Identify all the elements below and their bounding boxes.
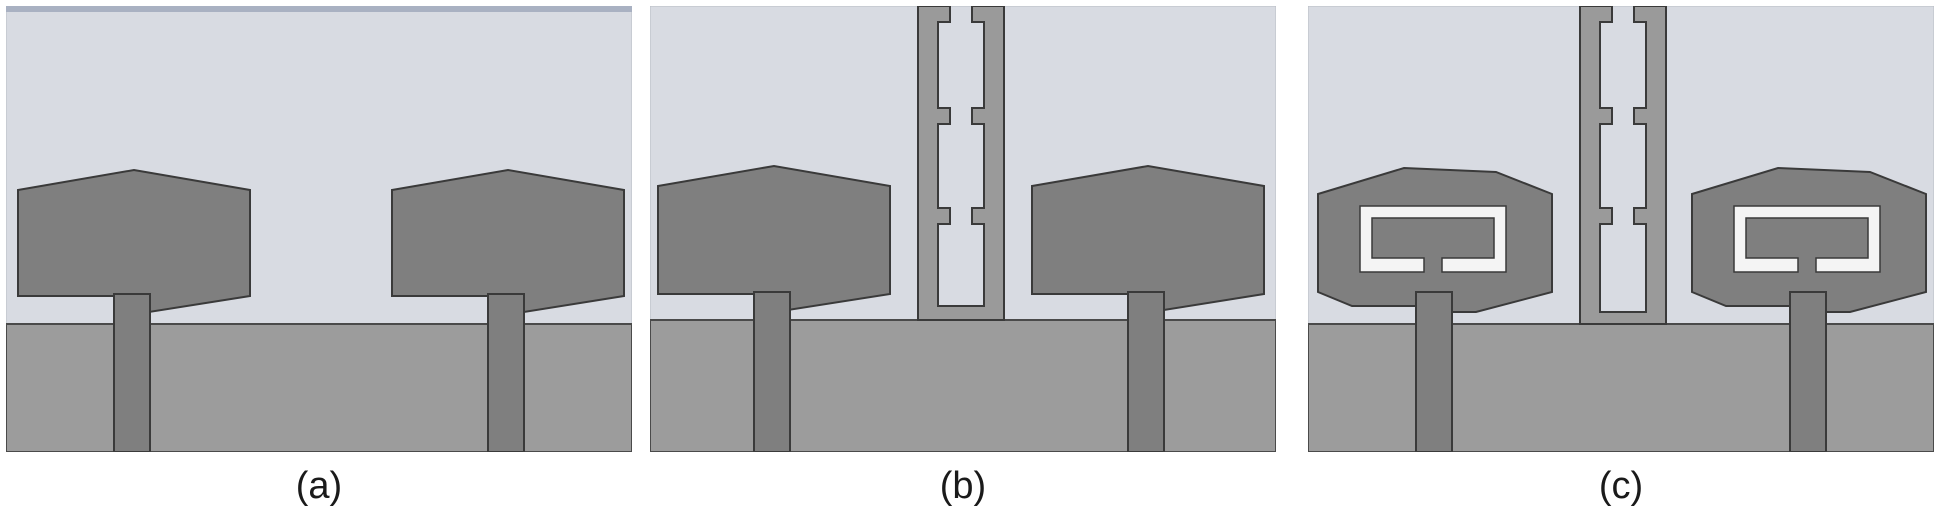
- caption-c: (c): [1598, 465, 1644, 507]
- right-radiator-patch-with-slot: [1691, 166, 1927, 452]
- left-radiator-patch-with-slot: [1317, 166, 1553, 452]
- left-feed-line: [1415, 291, 1453, 452]
- panel-b-drawing: [650, 6, 1276, 452]
- left-radiator-patch: [657, 164, 891, 452]
- left-feed-line: [753, 291, 791, 452]
- right-feed-line: [1127, 291, 1165, 452]
- panel-b-antenna-layout: [650, 6, 1276, 452]
- ground-plane: [1308, 323, 1934, 452]
- right-slot-ring: [1733, 205, 1881, 273]
- panel-c-drawing: [1308, 6, 1934, 452]
- left-slot-ring: [1359, 205, 1507, 273]
- panel-a-drawing: [6, 6, 632, 452]
- right-feed-line: [1789, 291, 1827, 452]
- ground-plane: [650, 319, 1276, 452]
- caption-b: (b): [939, 465, 987, 507]
- left-radiator-patch: [17, 168, 251, 452]
- right-radiator-patch: [1031, 164, 1265, 452]
- decoupling-stub-structure: [917, 6, 1005, 321]
- decoupling-stub-structure: [1579, 6, 1667, 325]
- panel-c-antenna-layout: [1308, 6, 1934, 452]
- right-feed-line: [487, 293, 525, 452]
- top-edge-strip: [6, 6, 632, 12]
- caption-a: (a): [295, 465, 343, 507]
- panel-a-antenna-layout: [6, 6, 632, 452]
- right-radiator-patch: [391, 168, 625, 452]
- left-feed-line: [113, 293, 151, 452]
- ground-plane: [6, 323, 632, 452]
